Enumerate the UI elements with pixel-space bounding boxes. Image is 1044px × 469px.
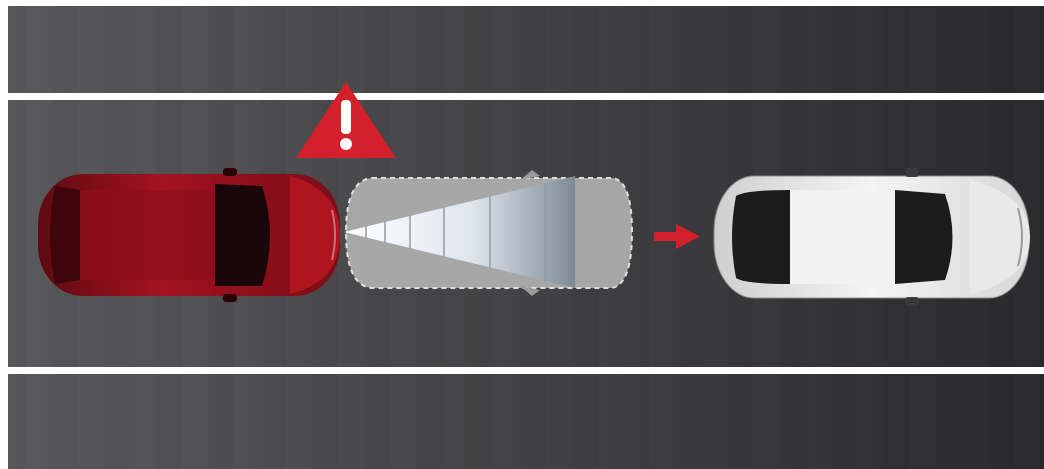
lane-line-top	[8, 93, 1044, 100]
lane-line-bottom	[8, 367, 1044, 374]
red-car-icon	[38, 168, 340, 302]
white-car-icon	[714, 168, 1030, 306]
